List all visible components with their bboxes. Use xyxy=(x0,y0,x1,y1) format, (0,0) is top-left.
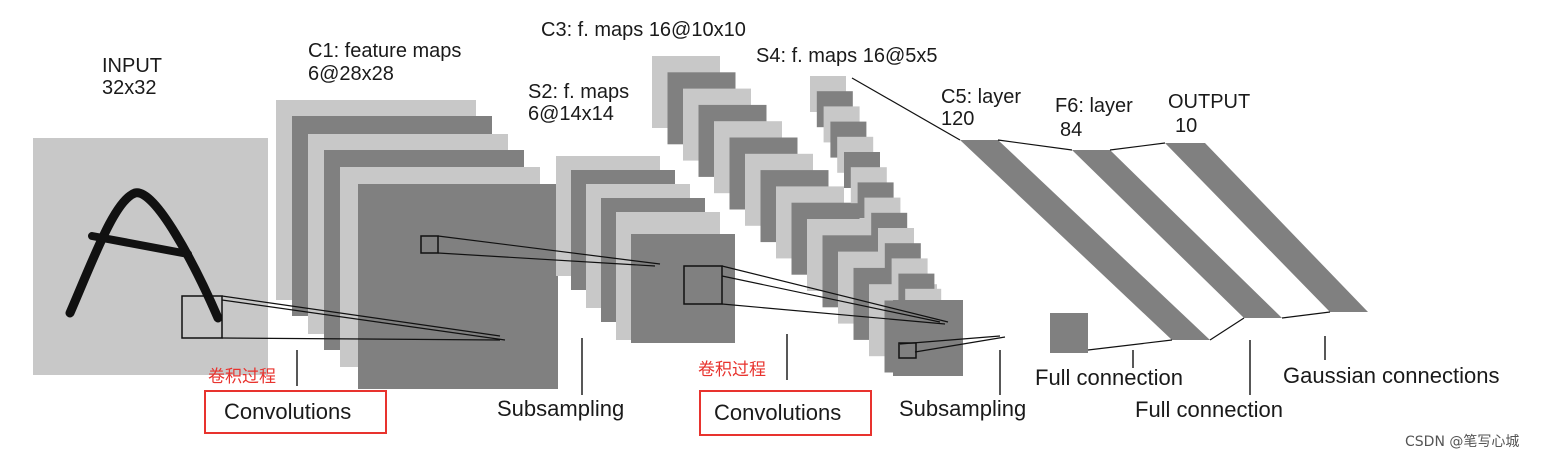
s2-size-label: 6@14x14 xyxy=(528,103,614,125)
convolutions-label-2: Convolutions xyxy=(714,400,841,425)
s4-label: S4: f. maps 16@5x5 xyxy=(756,45,938,67)
c3-label: C3: f. maps 16@10x10 xyxy=(541,19,746,41)
output-size-label: 10 xyxy=(1175,115,1197,137)
s4-feature-maps xyxy=(810,76,1088,376)
conv-note-2: 卷积过程 xyxy=(698,360,766,380)
s4-window xyxy=(898,342,917,359)
full-connection-label-1: Full connection xyxy=(1035,365,1183,390)
convolutions-label-1: Convolutions xyxy=(224,399,351,424)
handwritten-a-glyph xyxy=(65,188,223,323)
s2-window xyxy=(683,265,723,305)
f6-size-label: 84 xyxy=(1060,119,1082,141)
c1-feature-maps xyxy=(276,100,558,389)
input-size-label: 32x32 xyxy=(102,77,157,99)
input-receptive-field xyxy=(181,295,223,339)
c1-window xyxy=(420,235,439,254)
gaussian-connections-label: Gaussian connections xyxy=(1283,363,1499,388)
connection-lines xyxy=(221,77,1331,353)
s2-feature-maps xyxy=(556,156,735,343)
c5-label: C5: layer xyxy=(941,86,1021,108)
c1-size-label: 6@28x28 xyxy=(308,63,394,85)
label-ticks xyxy=(296,334,1326,395)
output-layer-band xyxy=(1165,143,1368,312)
c1-label: C1: feature maps xyxy=(308,40,461,62)
input-layer xyxy=(33,138,268,375)
full-connection-label-2: Full connection xyxy=(1135,397,1283,422)
s4-front-map xyxy=(893,300,963,376)
input-label: INPUT xyxy=(102,55,162,77)
fully-connected-bands xyxy=(960,140,1368,340)
f6-label: F6: layer xyxy=(1055,95,1133,117)
csdn-watermark: CSDN @笔写心城 xyxy=(1405,434,1519,450)
convolutions-highlight-box-2 xyxy=(699,390,872,436)
output-label: OUTPUT xyxy=(1168,91,1250,113)
s4-last-map xyxy=(1050,313,1088,353)
f6-layer-band xyxy=(1072,150,1282,318)
subsampling-label-2: Subsampling xyxy=(899,396,1026,421)
subsampling-label-1: Subsampling xyxy=(497,396,624,421)
s2-label: S2: f. maps xyxy=(528,81,629,103)
c5-size-label: 120 xyxy=(941,108,974,130)
c5-layer-band xyxy=(960,140,1210,340)
convolutions-highlight-box-1 xyxy=(204,390,387,434)
conv-note-1: 卷积过程 xyxy=(208,367,276,387)
